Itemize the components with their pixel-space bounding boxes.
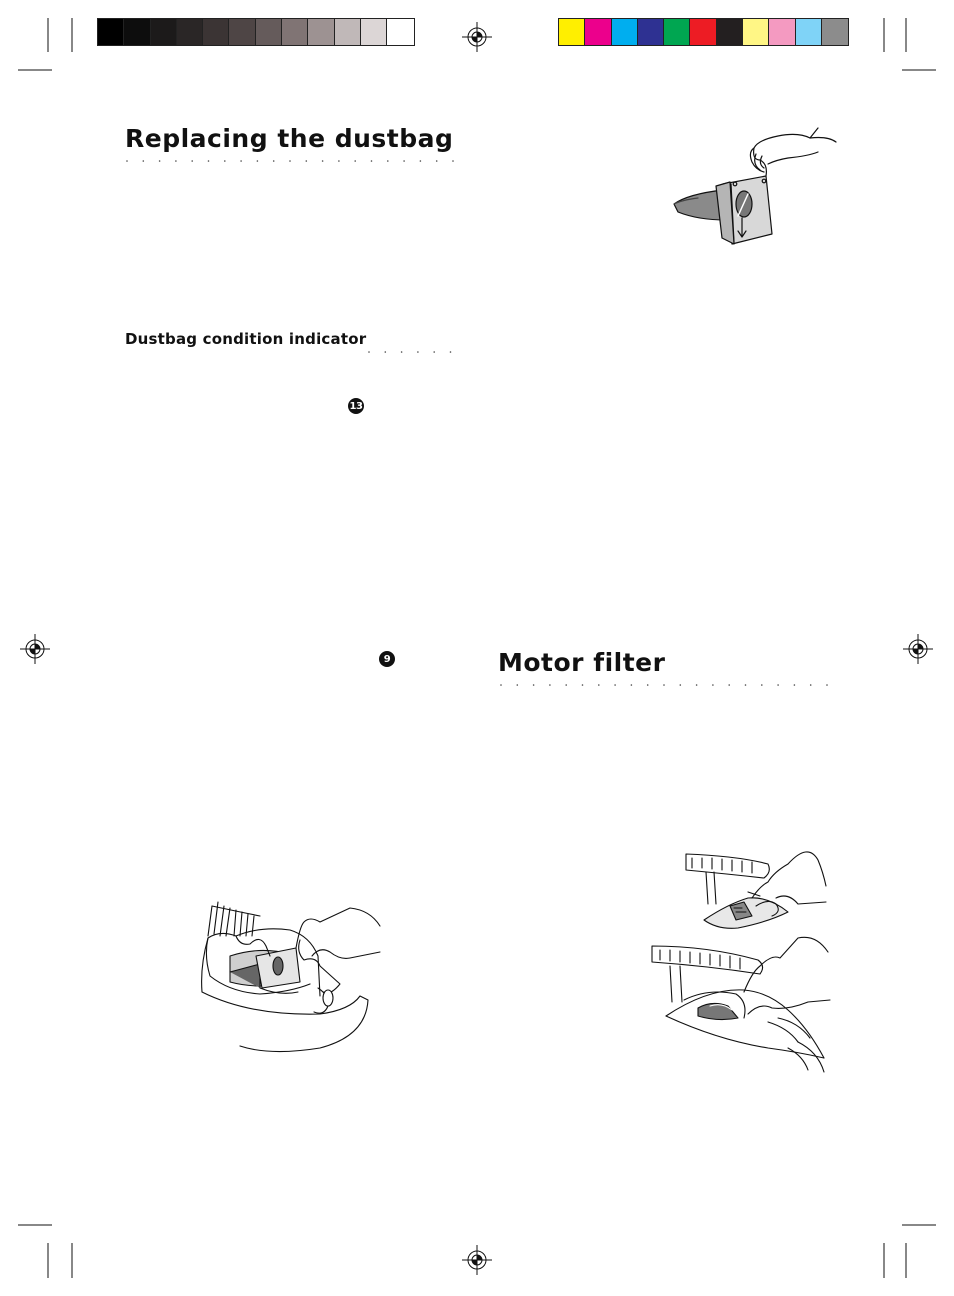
color-swatch (98, 19, 125, 45)
process-color-bar (558, 18, 850, 46)
registration-mark-icon (903, 634, 933, 664)
numbered-circle-icon: 13 (348, 398, 364, 414)
dustbag-removal-illustration (673, 127, 837, 245)
color-swatch (585, 19, 612, 45)
color-swatch (559, 19, 586, 45)
vacuum-dustbag-illustration (201, 901, 381, 1053)
color-swatch (150, 19, 177, 45)
color-swatch (795, 19, 822, 45)
color-swatch (255, 19, 283, 45)
dotted-rule (500, 684, 828, 686)
color-swatch (308, 19, 335, 45)
grayscale-color-bar (97, 18, 415, 46)
dotted-rule (368, 351, 452, 353)
color-swatch (282, 19, 309, 45)
color-swatch (203, 19, 230, 45)
registration-mark-icon (20, 634, 50, 664)
section-title-replacing-dustbag: Replacing the dustbag (125, 124, 454, 153)
motor-filter-illustration (651, 851, 831, 1073)
color-swatch (229, 19, 256, 45)
color-swatch (743, 19, 770, 45)
color-swatch (360, 19, 388, 45)
color-swatch (821, 19, 849, 45)
color-swatch (334, 19, 361, 45)
color-swatch (387, 19, 414, 45)
color-swatch (176, 19, 204, 45)
section-title-motor-filter: Motor filter (498, 648, 666, 677)
registration-mark-icon (462, 22, 492, 52)
color-swatch (769, 19, 796, 45)
color-swatch (611, 19, 638, 45)
registration-mark-icon (462, 1245, 492, 1275)
color-swatch (124, 19, 151, 45)
color-swatch (716, 19, 744, 45)
color-swatch (690, 19, 717, 45)
dotted-rule (126, 160, 454, 162)
section-title-dustbag-indicator: Dustbag condition indicator (125, 330, 367, 348)
color-swatch (637, 19, 665, 45)
color-swatch (664, 19, 691, 45)
numbered-circle-icon: 9 (379, 651, 395, 667)
